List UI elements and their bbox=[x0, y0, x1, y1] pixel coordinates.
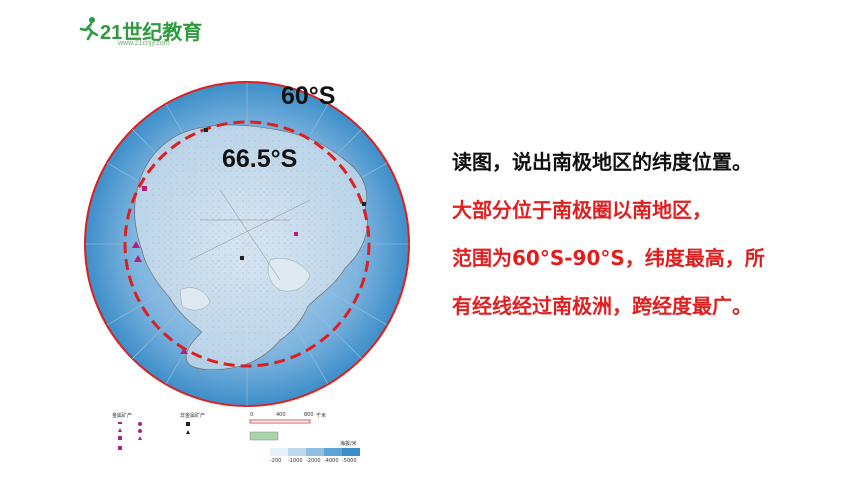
label-60s: 60°S bbox=[281, 82, 336, 110]
depth-tick-1: -200 bbox=[270, 458, 282, 464]
scale-800: 800 bbox=[304, 412, 314, 418]
logo-text: 21世纪教育 bbox=[100, 22, 203, 44]
legend-metal-title: 金属矿产 bbox=[112, 413, 133, 419]
answer-line-3: 有经线经过南极洲，跨经度最广。 bbox=[452, 294, 752, 318]
depth-tick-3: -2000 bbox=[306, 458, 321, 464]
polar-map-graphic bbox=[84, 81, 410, 407]
logo-url: www.21cnjy.com bbox=[118, 40, 170, 47]
site-logo: 21世纪教育 www.21cnjy.com bbox=[78, 14, 208, 50]
answer-line-2: 范围为60°S-90°S，纬度最高，所 bbox=[452, 246, 765, 270]
mineral-symbols bbox=[132, 186, 298, 354]
legend-graphic bbox=[118, 419, 360, 456]
map-legend: 金属矿产 非金属矿产 0 400 800 千米 海拔/米 -200 -1000 … bbox=[110, 412, 410, 472]
depth-tick-5: -5000 bbox=[342, 458, 357, 464]
scale-400: 400 bbox=[276, 412, 286, 418]
depth-tick-2: -1000 bbox=[288, 458, 303, 464]
runner-icon bbox=[79, 17, 99, 41]
depth-label: 海拔/米 bbox=[340, 441, 357, 447]
legend-nonmetal-title: 非金属矿产 bbox=[180, 413, 206, 419]
scale-unit: 千米 bbox=[316, 413, 327, 419]
label-665s: 66.5°S bbox=[222, 145, 298, 173]
scale-zero: 0 bbox=[250, 412, 254, 418]
depth-tick-4: -4000 bbox=[324, 458, 339, 464]
circle-665s bbox=[123, 120, 371, 368]
coal-symbols bbox=[204, 128, 366, 260]
answer-line-1: 大部分位于南极圈以南地区， bbox=[452, 198, 712, 222]
explanation-text: 读图，说出南极地区的纬度位置。 大部分位于南极圈以南地区， 范围为60°S-90… bbox=[452, 138, 852, 330]
ice-shelf bbox=[267, 258, 311, 292]
question-text: 读图，说出南极地区的纬度位置。 bbox=[452, 150, 752, 174]
antarctica-map: 金属矿产 非金属矿产 0 400 800 千米 海拔/米 -200 -1000 … bbox=[80, 80, 420, 480]
